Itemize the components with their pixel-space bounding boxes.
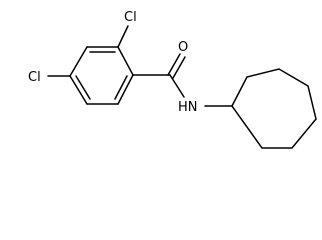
atom-label-cl-left: Cl: [28, 70, 41, 85]
ring-bond-c6-c1: [117, 74, 134, 105]
ring-bond-c3-c4: [69, 46, 88, 77]
bond-ring-to-cl-top: [117, 25, 129, 48]
ring-bond-c1-c2: [117, 46, 134, 76]
atom-label-oxygen: O: [178, 40, 188, 55]
chemical-structure-diagram: Cl Cl O HN: [28, 10, 317, 149]
ring-bond-c4-c5-inner: [75, 75, 91, 100]
atom-label-amide-nh: HN: [178, 100, 198, 115]
bond-carbonyl-double-b: [172, 56, 186, 79]
benzene-ring: [69, 46, 134, 105]
bond-carbonyl-double-a: [167, 53, 181, 76]
cycloheptane-ring: [231, 68, 317, 149]
ring-bond-c6-c1-inner: [114, 75, 128, 100]
ring-bond-c4-c5: [69, 75, 88, 105]
bond-carbonyl-to-nitrogen: [169, 74, 185, 98]
atom-label-cl-top: Cl: [124, 10, 137, 25]
